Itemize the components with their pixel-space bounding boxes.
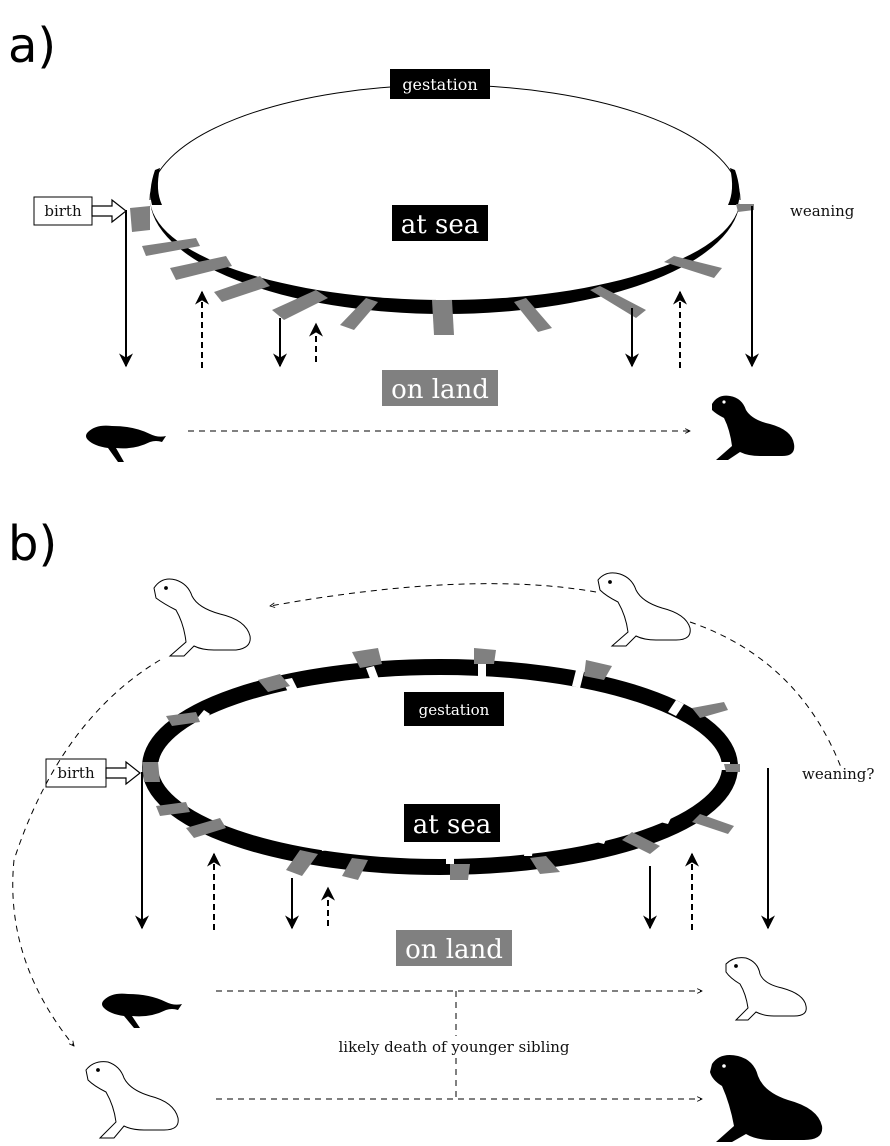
outline-seal-icon-top-right bbox=[597, 572, 691, 647]
birth-box-b bbox=[45, 758, 107, 788]
adult-seal-icon bbox=[710, 1055, 823, 1142]
cycle-arrow-top bbox=[270, 583, 597, 606]
weaned-seal-icon bbox=[712, 395, 795, 460]
sea-label-b: at sea bbox=[413, 810, 491, 840]
panel-b-letter: b) bbox=[8, 516, 57, 572]
land-label-bg bbox=[382, 370, 498, 406]
birth-label-b: birth bbox=[57, 764, 95, 782]
panel-a: a) bbox=[8, 18, 855, 462]
sea-label-bg-b bbox=[404, 804, 500, 842]
outline-seal-icon-top-left bbox=[153, 578, 251, 657]
panel-a-letter: a) bbox=[8, 18, 56, 74]
land-label-b: on land bbox=[405, 935, 503, 965]
gestation-arc bbox=[149, 84, 741, 201]
ring-land-ticks bbox=[142, 648, 740, 880]
gestation-label-bg bbox=[390, 69, 490, 99]
gestation-label-b: gestation bbox=[419, 701, 490, 719]
outline-seal-icon-bottom-left bbox=[85, 1061, 179, 1139]
gestation-label: gestation bbox=[402, 75, 477, 94]
birth-label: birth bbox=[44, 202, 82, 220]
land-label-bg-b bbox=[396, 930, 512, 966]
pup-seal-icon-b bbox=[102, 993, 182, 1028]
cycle-arrow-left bbox=[12, 659, 161, 1046]
panel-b: b) bbox=[8, 516, 874, 1142]
crescent-gaps bbox=[190, 208, 732, 300]
sea-label-bg bbox=[392, 205, 488, 241]
cycle-arrow-right bbox=[689, 621, 843, 771]
land-label: on land bbox=[391, 375, 489, 405]
outline-seal-icon-right bbox=[725, 957, 807, 1021]
transition-arrows bbox=[119, 206, 759, 368]
sea-label: at sea bbox=[401, 210, 479, 240]
gestation-label-bg-b bbox=[404, 692, 504, 726]
transition-arrows-b bbox=[135, 768, 775, 930]
sea-crescent-left-tip bbox=[150, 168, 162, 205]
birth-arrow-icon bbox=[91, 198, 127, 224]
pup-seal-icon bbox=[86, 425, 166, 462]
sibling-label: likely death of younger sibling bbox=[338, 1038, 569, 1056]
birth-box bbox=[33, 196, 93, 226]
birth-arrow-icon-b bbox=[105, 760, 141, 786]
sea-crescent-right-tip bbox=[728, 168, 740, 205]
weaning-label: weaning bbox=[790, 202, 855, 220]
weaning-label-b: weaning? bbox=[802, 765, 874, 783]
